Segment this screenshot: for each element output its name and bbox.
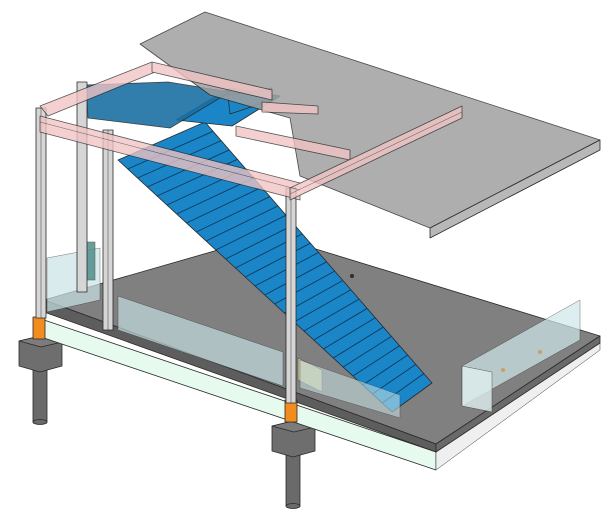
steel-beams[interactable] [39,61,463,201]
upper-floor-slab[interactable] [139,11,601,239]
steel-columns[interactable] [35,81,297,404]
column-base-plates[interactable] [32,316,298,423]
glass-partitions[interactable] [46,241,581,419]
piles[interactable] [32,361,301,509]
